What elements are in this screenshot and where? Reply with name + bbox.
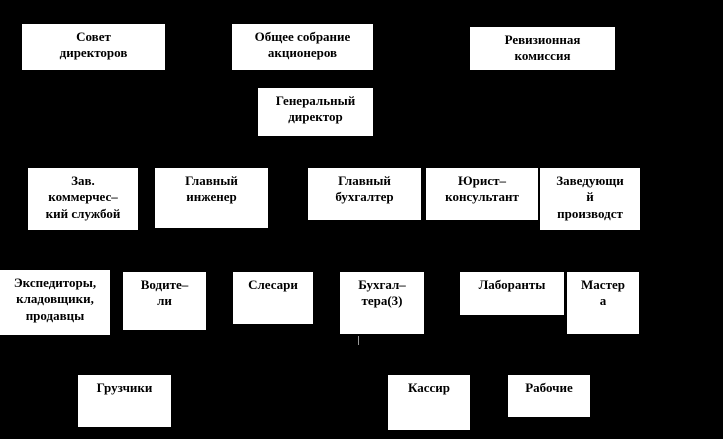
- org-node-foremen: Мастер а: [567, 272, 639, 334]
- org-node-forwarders-storekeepers: Экспедиторы, кладовщики, продавцы: [0, 270, 110, 335]
- org-node-label: Ревизионная комиссия: [504, 32, 581, 64]
- org-node-label: Бухгал– тера(3): [358, 277, 406, 309]
- org-node-production-manager: Заведующи й производст: [540, 168, 640, 230]
- org-node-label: Слесари: [248, 277, 298, 292]
- org-node-audit-commission: Ревизионная комиссия: [470, 27, 615, 70]
- org-node-shareholders-meeting: Общее собрание акционеров: [232, 24, 373, 70]
- org-node-label: Главный инженер: [185, 173, 238, 205]
- org-node-cashier: Кассир: [388, 375, 470, 430]
- org-node-chief-accountant: Главный бухгалтер: [308, 168, 421, 220]
- org-node-head-commercial-service: Зав. коммерчес– кий службой: [28, 168, 138, 230]
- org-node-label: Зав. коммерчес– кий службой: [45, 173, 121, 221]
- connector-tick: [358, 336, 359, 345]
- org-node-drivers: Водите– ли: [123, 272, 206, 330]
- org-node-label: Главный бухгалтер: [335, 173, 394, 205]
- org-node-workers: Рабочие: [508, 375, 590, 417]
- org-node-label: Общее собрание акционеров: [254, 29, 351, 61]
- org-node-chief-engineer: Главный инженер: [155, 168, 268, 228]
- org-node-label: Генеральный директор: [275, 93, 356, 125]
- org-node-locksmiths: Слесари: [233, 272, 313, 324]
- org-node-label: Рабочие: [525, 380, 573, 395]
- org-node-label: Заведующи й производст: [556, 173, 624, 221]
- org-node-label: Грузчики: [96, 380, 153, 395]
- org-node-label: Кассир: [407, 380, 450, 395]
- org-node-loaders: Грузчики: [78, 375, 171, 427]
- org-node-label: Совет директоров: [59, 29, 128, 61]
- org-node-accountants: Бухгал– тера(3): [340, 272, 424, 334]
- org-node-general-director: Генеральный директор: [258, 88, 373, 136]
- org-node-label: Мастер а: [581, 277, 625, 309]
- org-node-label: Лаборанты: [478, 277, 546, 292]
- org-node-lab-assistants: Лаборанты: [460, 272, 564, 315]
- org-node-label: Юрист– консультант: [445, 173, 519, 205]
- org-node-label: Водите– ли: [140, 277, 189, 309]
- org-node-legal-counsel: Юрист– консультант: [426, 168, 538, 220]
- org-node-board-of-directors: Совет директоров: [22, 24, 165, 70]
- org-node-label: Экспедиторы, кладовщики, продавцы: [13, 275, 97, 323]
